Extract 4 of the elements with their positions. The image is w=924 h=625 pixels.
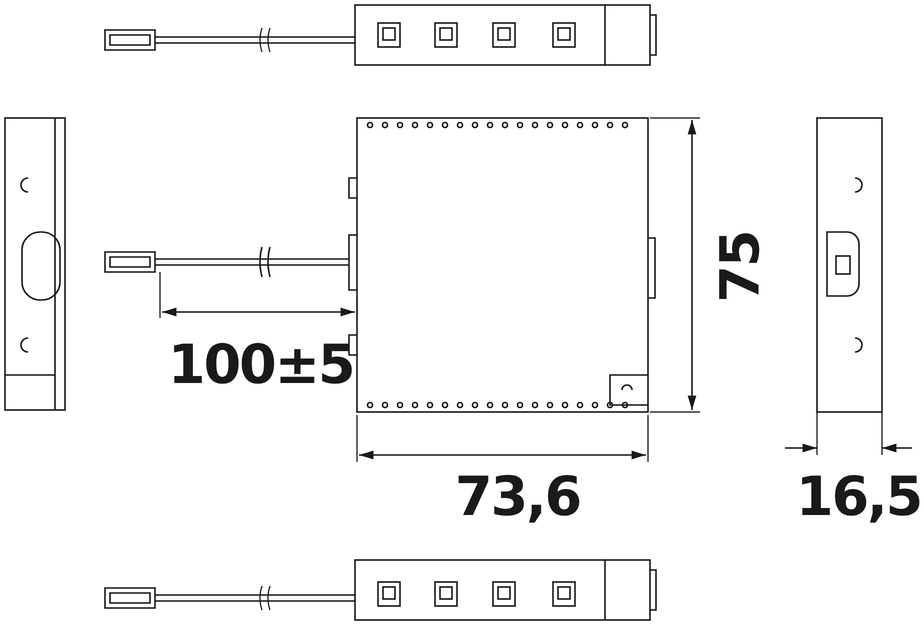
dimension-label: 73,6 [455, 470, 580, 524]
dimension-label: 75 [714, 231, 768, 303]
dimension-label: 100±5 [168, 338, 354, 392]
dimension-label: 16,5 [796, 470, 922, 524]
